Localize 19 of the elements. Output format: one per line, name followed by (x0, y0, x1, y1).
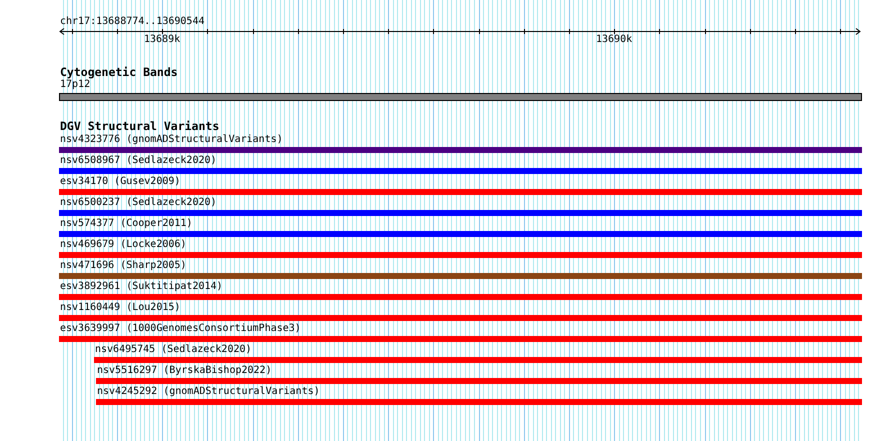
feature-label: nsv6508967 (Sedlazeck2020) (60, 155, 217, 167)
feature-label: nsv6495745 (Sedlazeck2020) (95, 344, 252, 356)
feature-label: nsv4245292 (gnomADStructuralVariants) (97, 386, 320, 398)
tick-label: 13689k (144, 34, 180, 46)
track-title: DGV Structural Variants (60, 120, 220, 133)
feature-label: nsv469679 (Locke2006) (60, 239, 186, 251)
locus-label: chr17:13688774..13690544 (60, 16, 204, 28)
band-label: 17p12 (60, 79, 90, 91)
track-title: Cytogenetic Bands (60, 66, 178, 79)
feature-label: nsv6500237 (Sedlazeck2020) (60, 197, 217, 209)
feature-label: nsv4323776 (gnomADStructuralVariants) (60, 134, 283, 146)
feature-label: esv3639997 (1000GenomesConsortiumPhase3) (60, 323, 301, 335)
feature-label: nsv5516297 (ByrskaBishop2022) (97, 365, 272, 377)
feature-label: esv3892961 (Suktitipat2014) (60, 281, 223, 293)
feature-label: nsv574377 (Cooper2011) (60, 218, 192, 230)
feature-label: nsv1160449 (Lou2015) (60, 302, 180, 314)
tick-label: 13690k (596, 34, 632, 46)
feature-label: esv34170 (Gusev2009) (60, 176, 180, 188)
feature-label: nsv471696 (Sharp2005) (60, 260, 186, 272)
